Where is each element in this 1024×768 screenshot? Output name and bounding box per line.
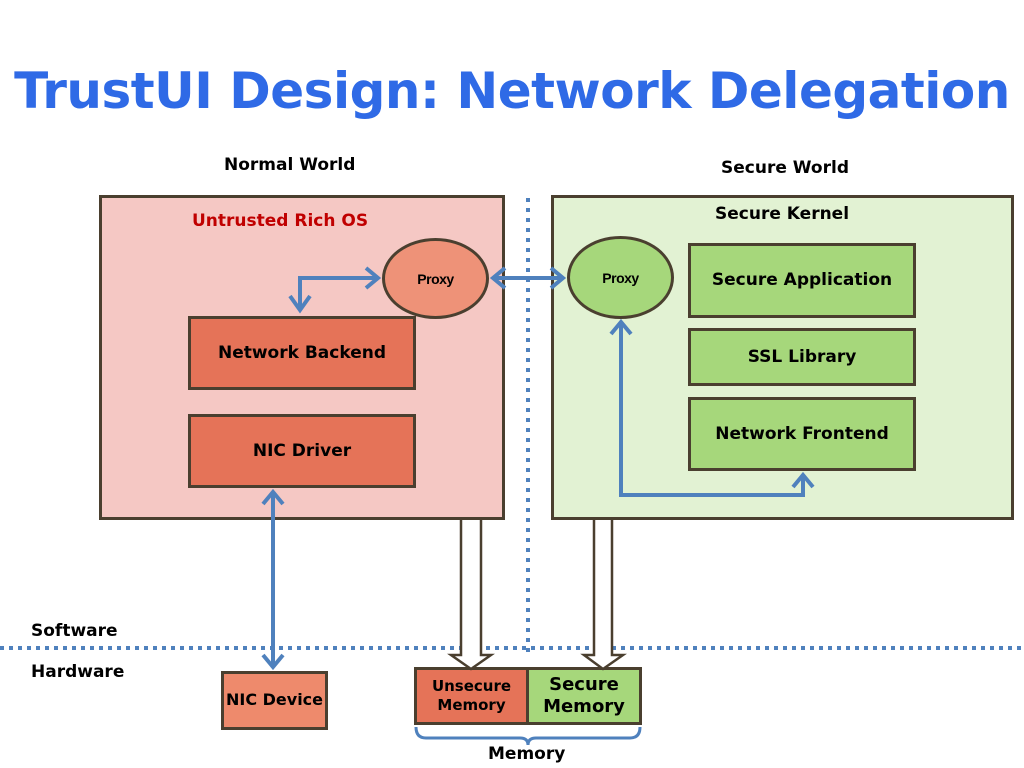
- normal-world-heading: Normal World: [224, 155, 356, 175]
- page-title: TrustUI Design: Network Delegation: [14, 62, 1010, 120]
- secure-proxy: Proxy: [567, 236, 674, 319]
- untrusted-rich-os-label: Untrusted Rich OS: [192, 211, 369, 231]
- normal-memory-arrow: [447, 520, 495, 671]
- ssl-library-box: SSL Library: [688, 328, 916, 386]
- proxy-frontend-arrowhead-top: [609, 318, 633, 336]
- secure-memory-arrow: [580, 520, 627, 671]
- memory-brace: [414, 726, 642, 746]
- driver-device-arrowhead-bottom: [261, 653, 285, 671]
- secure-application-box: Secure Application: [688, 243, 916, 318]
- driver-device-arrowhead-top: [261, 488, 285, 506]
- secure-memory-box: Secure Memory: [526, 667, 642, 725]
- network-frontend-box: Network Frontend: [688, 397, 916, 471]
- proxy-proxy-arrowhead-right: [549, 266, 567, 290]
- unsecure-memory-box: Unsecure Memory: [414, 667, 529, 725]
- nic-driver-box: NIC Driver: [188, 414, 416, 488]
- proxy-frontend-connector: [619, 322, 805, 497]
- software-layer-label: Software: [31, 621, 118, 641]
- secure-kernel-label: Secure Kernel: [715, 204, 850, 224]
- proxy-frontend-arrowhead-bottom: [791, 471, 815, 489]
- network-backend-box: Network Backend: [188, 316, 416, 390]
- normal-proxy: Proxy: [382, 238, 489, 319]
- nic-device-box: NIC Device: [221, 671, 328, 730]
- proxy-backend-arrowhead-bottom: [288, 294, 312, 314]
- memory-label: Memory: [488, 744, 566, 764]
- proxy-proxy-arrowhead-left: [489, 266, 507, 290]
- secure-world-heading: Secure World: [721, 158, 849, 178]
- proxy-backend-connector: [298, 276, 378, 308]
- hardware-layer-label: Hardware: [31, 662, 125, 682]
- proxy-backend-arrowhead-top: [364, 266, 382, 290]
